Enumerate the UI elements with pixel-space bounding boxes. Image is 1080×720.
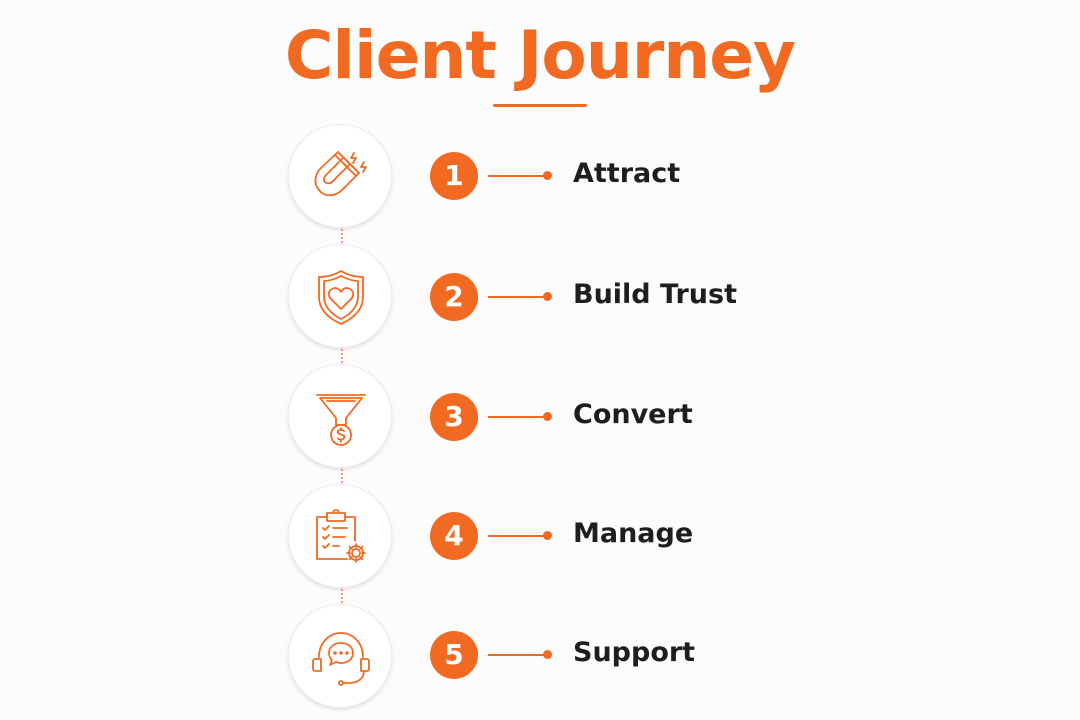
funnel-dollar-icon (316, 394, 366, 446)
connector-line (341, 226, 343, 250)
step-4-arrow (488, 531, 552, 541)
shield-heart-icon (318, 270, 364, 325)
step-5-number-badge: 5 (430, 631, 478, 679)
step-3-arrow (488, 412, 552, 422)
step-5-label: Support (573, 637, 696, 668)
step-1-number-badge: 1 (430, 152, 478, 200)
step-5-arrow (488, 650, 552, 660)
step-1-arrow (488, 171, 552, 181)
step-4-number-badge: 4 (430, 512, 478, 560)
step-3-label: Convert (573, 399, 693, 430)
title-underline (493, 104, 587, 107)
step-1-label: Attract (573, 158, 681, 189)
connector-line (341, 586, 343, 606)
step-2-label: Build Trust (573, 279, 738, 310)
magnet-icon (314, 151, 367, 197)
clipboard-gear-icon (316, 509, 366, 563)
page-title: Client Journey (284, 17, 796, 94)
step-2-number-badge: 2 (430, 273, 478, 321)
connector-line (341, 346, 343, 370)
connector-line (341, 466, 343, 490)
step-4-label: Manage (573, 518, 694, 549)
step-4-icon-circle (288, 484, 392, 588)
step-2-icon-circle (288, 244, 392, 348)
step-5-icon-circle (288, 604, 392, 708)
step-3-icon-circle (288, 364, 392, 468)
step-2-arrow (488, 292, 552, 302)
step-3-number-badge: 3 (430, 393, 478, 441)
step-1-icon-circle (288, 124, 392, 228)
headset-chat-icon (312, 632, 370, 686)
